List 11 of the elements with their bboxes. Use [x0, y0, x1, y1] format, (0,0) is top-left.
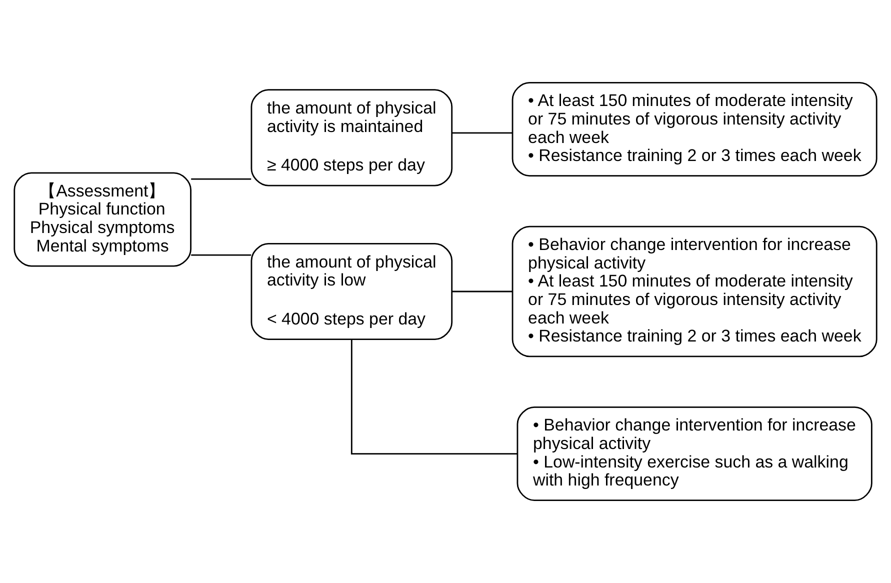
- connector: [191, 178, 252, 180]
- node-box: 【Assessment】 Physical function Physical symptoms Mental symptoms: [14, 172, 192, 267]
- node-box: • At least 150 minutes of moderate intensity or 75 minutes of vigorous intensity activity each week • Resistance training 2 or 3 times each week: [512, 82, 878, 176]
- node-box: the amount of physical activity is maintained ≥ 4000 steps per day: [250, 89, 453, 186]
- node-box: • Behavior change intervention for increase physical activity • Low-intensity exercise such as a walking with high frequency: [516, 406, 872, 502]
- node-box: • Behavior change intervention for increase physical activity • At least 150 minutes of moderate intensity or 75 minutes of vigorous intensity activity each week • Resistance training 2 or 3 times each week: [512, 226, 878, 358]
- connector: [191, 254, 252, 256]
- connector: [452, 290, 512, 292]
- node-box: the amount of physical activity is low < 4000 steps per day: [250, 242, 453, 340]
- connector: [452, 132, 512, 134]
- connector: [350, 339, 518, 454]
